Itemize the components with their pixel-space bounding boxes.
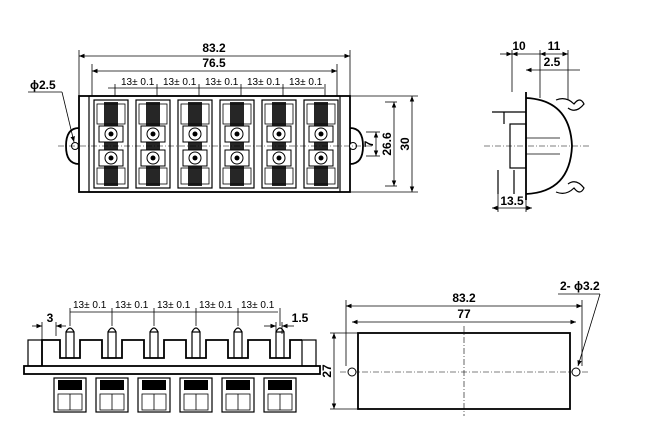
top-pitch-label: 13± 0.1 — [163, 77, 197, 88]
front-view: 13± 0.1 13± 0.1 13± 0.1 13± 0.1 13± 0.1 3 1.… — [23, 300, 321, 413]
front-pitch-label: 13± 0.1 — [199, 300, 233, 311]
dim-height: 30 — [398, 137, 412, 151]
top-inner-outline — [88, 95, 341, 193]
top-terminal — [135, 99, 171, 189]
dim-row-pitch: 7 — [362, 140, 376, 147]
top-pitch-label: 13± 0.1 — [247, 77, 281, 88]
dim-panel-height: 27 — [320, 364, 334, 378]
dim-pitch-span: 76.5 — [202, 56, 226, 70]
dim-front-offset: 3 — [47, 311, 54, 325]
top-terminal — [219, 99, 255, 189]
front-left-post — [27, 339, 43, 367]
front-terminal — [53, 327, 87, 413]
side-top-clip — [555, 98, 585, 111]
front-terminal — [263, 327, 297, 413]
top-body-outline — [78, 95, 351, 193]
dim-panel-width: 83.2 — [452, 291, 476, 305]
front-base-bar — [23, 365, 321, 375]
dim-side-c: 2.5 — [544, 55, 561, 69]
panel-right-hole — [571, 367, 581, 377]
front-pitch-label: 13± 0.1 — [115, 300, 149, 311]
dim-side-bottom: 13.5 — [500, 194, 524, 208]
front-terminal — [137, 327, 171, 413]
panel-left-hole — [347, 367, 357, 377]
dim-panel-hole-callout: 2- ϕ3.2 — [560, 279, 600, 293]
panel-view: 83.2 77 27 2- ϕ3.2 — [320, 279, 601, 416]
dim-overall-width: 83.2 — [202, 41, 226, 55]
top-pitch-label: 13± 0.1 — [289, 77, 323, 88]
panel-hole-leader — [577, 293, 601, 367]
top-pitch-label: 13± 0.1 — [121, 77, 155, 88]
dim-hole-dia: ϕ2.5 — [30, 78, 56, 92]
side-view: 10 11 2.5 13.5 — [484, 39, 590, 212]
side-bottom-clip — [555, 181, 585, 194]
dim-mid-height: 26.6 — [380, 132, 394, 156]
dim-front-pin-width: 1.5 — [292, 311, 309, 325]
top-terminal — [93, 99, 129, 189]
front-pitch-label: 13± 0.1 — [73, 300, 107, 311]
top-terminal — [177, 99, 213, 189]
top-pitch-label: 13± 0.1 — [205, 77, 239, 88]
front-pitch-labels: 13± 0.1 13± 0.1 13± 0.1 13± 0.1 13± 0.1 — [69, 300, 281, 326]
front-pitch-label: 13± 0.1 — [157, 300, 191, 311]
front-terminal — [179, 327, 213, 413]
dim-side-a: 10 — [512, 39, 526, 53]
front-terminals — [53, 327, 297, 413]
top-terminal — [303, 99, 339, 189]
hole-leader — [61, 91, 75, 143]
front-comb-profile — [41, 339, 302, 366]
front-pitch-label: 13± 0.1 — [241, 300, 275, 311]
top-terminals — [93, 99, 339, 189]
dim-side-b: 11 — [548, 39, 561, 53]
front-right-post — [301, 339, 317, 367]
front-terminal — [95, 327, 129, 413]
top-terminal — [261, 99, 297, 189]
dim-panel-hole-span: 77 — [457, 307, 471, 321]
front-terminal — [221, 327, 255, 413]
top-pitch-labels: 13± 0.1 13± 0.1 13± 0.1 13± 0.1 13± 0.1 — [114, 77, 326, 96]
